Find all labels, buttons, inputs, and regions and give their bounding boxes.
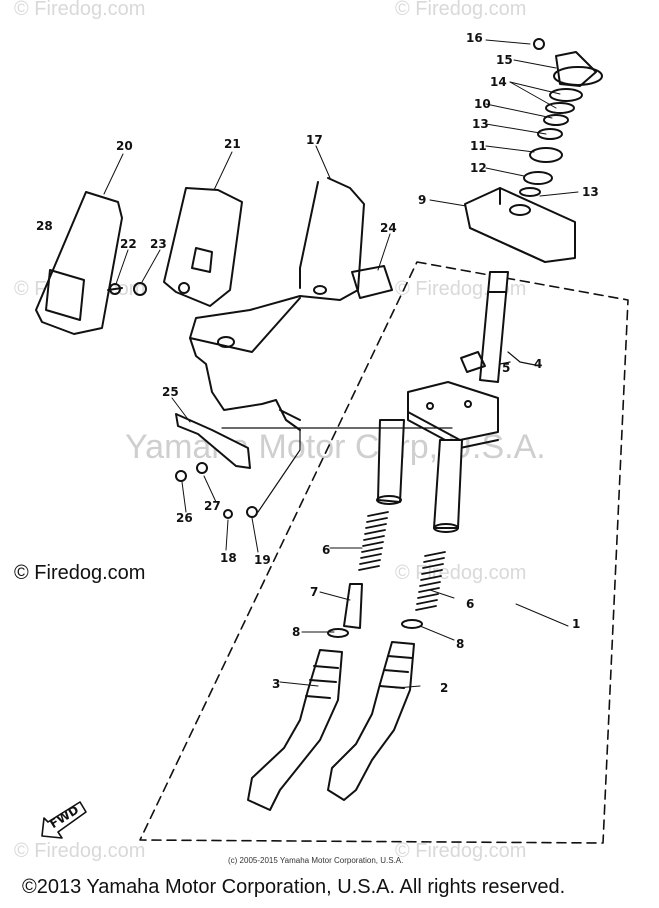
callout-6-left: 6	[322, 543, 330, 557]
firedog-credit: © Firedog.com	[14, 562, 146, 584]
callout-leaders	[103, 39, 579, 689]
callout-15: 15	[496, 53, 513, 67]
inner-tubes	[376, 419, 463, 533]
callout-7: 7	[310, 585, 318, 599]
callout-1: 1	[572, 617, 580, 631]
callout-26: 26	[176, 511, 193, 525]
watermark-text: © Firedog.com	[395, 0, 527, 20]
reference-lines	[221, 351, 541, 513]
callout-23: 23	[150, 237, 167, 251]
callout-12: 12	[470, 161, 487, 175]
callout-20: 20	[116, 139, 133, 153]
upper-bracket	[464, 187, 576, 263]
callout-5: 5	[502, 361, 510, 375]
fasteners	[107, 265, 393, 519]
under-bracket	[407, 381, 499, 449]
callout-22: 22	[120, 237, 137, 251]
callout-8-right: 8	[456, 637, 464, 651]
forward-arrow	[41, 801, 87, 839]
callout-10: 10	[474, 97, 491, 111]
callout-17: 17	[306, 133, 323, 147]
watermark-text: © Firedog.com	[14, 840, 146, 862]
callout-27: 27	[204, 499, 221, 513]
fork-springs	[358, 511, 446, 611]
callout-25: 25	[162, 385, 179, 399]
callout-18: 18	[220, 551, 237, 565]
cover-plate	[175, 413, 251, 469]
callout-28: 28	[36, 219, 53, 233]
assembly-boundary	[139, 261, 629, 844]
callout-14: 14	[490, 75, 507, 89]
steering-stem	[460, 271, 509, 383]
callout-19: 19	[254, 553, 271, 567]
outer-tubes	[247, 641, 415, 811]
callout-9: 9	[418, 193, 426, 207]
callout-6-right: 6	[466, 597, 474, 611]
callout-2: 2	[440, 681, 448, 695]
meter-housings	[35, 187, 243, 335]
callout-8-left: 8	[292, 625, 300, 639]
callout-13-lower: 13	[582, 185, 599, 199]
callout-16: 16	[466, 31, 483, 45]
inner-copyright: (c) 2005-2015 Yamaha Motor Corporation, …	[228, 856, 404, 865]
callout-4: 4	[534, 357, 542, 371]
watermark-text: © Firedog.com	[395, 840, 527, 862]
meter-bracket	[189, 177, 365, 431]
callout-24: 24	[380, 221, 397, 235]
footer-copyright: ©2013 Yamaha Motor Corporation, U.S.A. A…	[22, 876, 566, 898]
damper-rod	[327, 583, 423, 638]
callout-13-upper: 13	[472, 117, 489, 131]
steering-stem-stack	[519, 38, 603, 197]
watermark-text: © Firedog.com	[14, 0, 146, 20]
callout-3: 3	[272, 677, 280, 691]
callout-21: 21	[224, 137, 241, 151]
callout-11: 11	[470, 139, 487, 153]
